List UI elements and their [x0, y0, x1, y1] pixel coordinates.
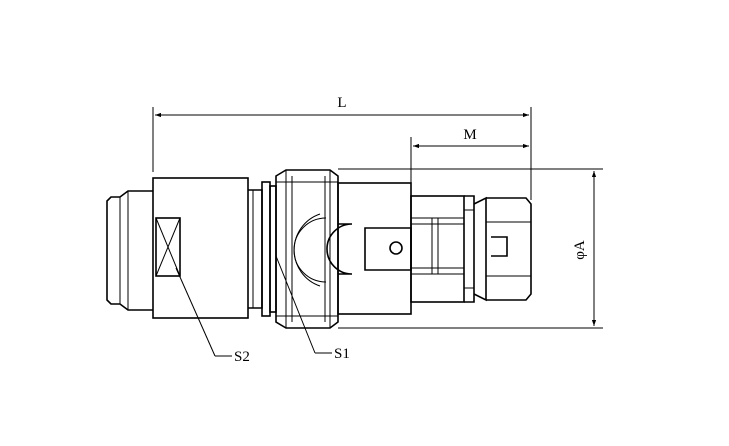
dimension-m: M	[410, 127, 529, 183]
dimension-l: L	[152, 95, 532, 200]
callout-s2: S2	[175, 267, 250, 365]
callout-s1: S1	[275, 255, 350, 362]
dimension-m-label: M	[463, 127, 476, 143]
connector-body	[106, 169, 532, 329]
callout-s2-label: S2	[234, 349, 250, 365]
callout-s1-label: S1	[334, 346, 350, 362]
dimension-l-label: L	[337, 95, 346, 111]
flange-s1	[275, 169, 339, 329]
wrench-flat-s2	[155, 217, 181, 277]
dimension-diameter: φA	[338, 168, 603, 329]
dimension-diameter-label: φA	[572, 240, 588, 260]
